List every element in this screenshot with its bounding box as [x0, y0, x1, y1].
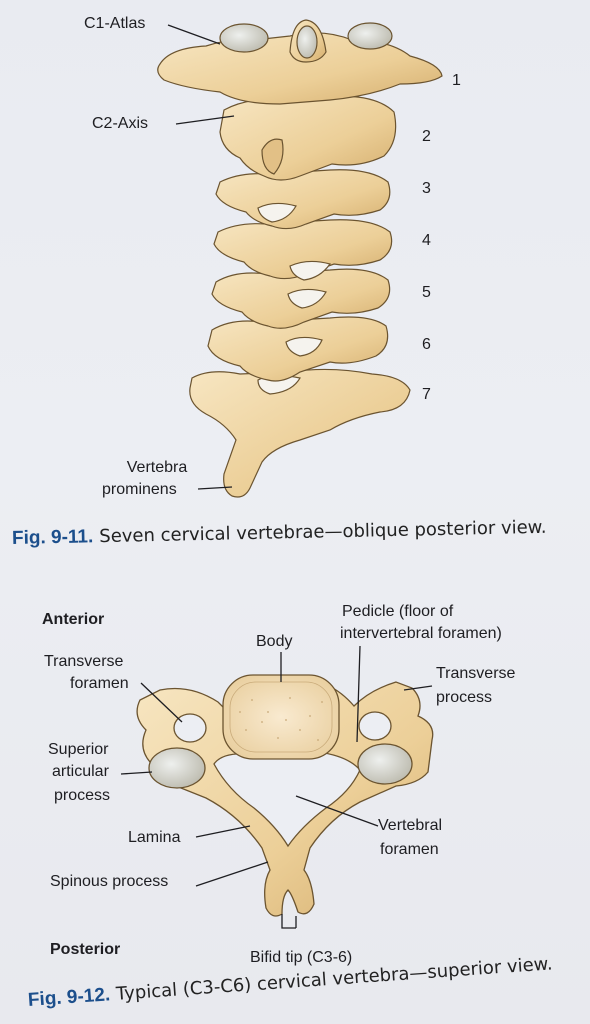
level-number: 5 — [422, 284, 431, 301]
level-number: 1 — [452, 72, 461, 89]
label-transverse-process-line2: process — [436, 689, 493, 706]
label-posterior: Posterior — [50, 941, 121, 958]
fig2-leader-lines — [120, 645, 433, 929]
label-bifid-tip: Bifid tip (C3-6) — [250, 949, 353, 966]
label-transverse-process-line1: Transverse — [436, 665, 516, 682]
figure-9-12-number: Fig. 9-12. — [27, 984, 111, 1011]
typical-vertebra-illustration — [136, 674, 434, 917]
label-vertebra-prominens-line2: prominens — [102, 481, 177, 498]
label-vertebral-foramen-line1: Vertebral — [378, 817, 443, 834]
label-transverse-foramen-line1: Transverse — [44, 653, 124, 670]
fig1-leader-lines — [167, 24, 235, 490]
vertebra-c6 — [207, 316, 389, 382]
label-transverse-foramen-line2: foramen — [70, 675, 129, 692]
label-spinous-process: Spinous process — [50, 873, 169, 890]
figure-9-11-number: Fig. 9-11. — [11, 526, 94, 549]
level-number: 7 — [422, 386, 431, 403]
label-c1-atlas: C1-Atlas — [84, 15, 146, 32]
vertebra-c4 — [213, 219, 393, 281]
label-c2-axis: C2-Axis — [92, 115, 149, 132]
label-superior-articular-line2: articular — [52, 763, 109, 780]
label-superior-articular-line1: Superior — [48, 741, 109, 758]
vertebra-c1 — [157, 19, 443, 105]
label-pedicle-line1: Pedicle (floor of — [342, 603, 454, 620]
label-vertebral-foramen-line2: foramen — [380, 841, 439, 858]
label-vertebra-prominens-line1: Vertebra — [126, 459, 188, 476]
level-number: 2 — [422, 128, 431, 145]
label-body: Body — [256, 633, 293, 650]
label-anterior: Anterior — [42, 611, 105, 628]
vertebra-c2 — [219, 95, 397, 181]
label-pedicle-line2: intervertebral foramen) — [340, 625, 502, 642]
vertebra-c7 — [189, 368, 411, 498]
vertebra-c3 — [215, 169, 391, 230]
label-superior-articular-line3: process — [54, 787, 111, 804]
label-lamina: Lamina — [128, 829, 181, 846]
level-number: 3 — [422, 180, 431, 197]
vertebra-c5 — [211, 268, 391, 329]
level-number: 6 — [422, 336, 431, 353]
level-number: 4 — [422, 232, 431, 249]
body-texture — [239, 697, 323, 741]
